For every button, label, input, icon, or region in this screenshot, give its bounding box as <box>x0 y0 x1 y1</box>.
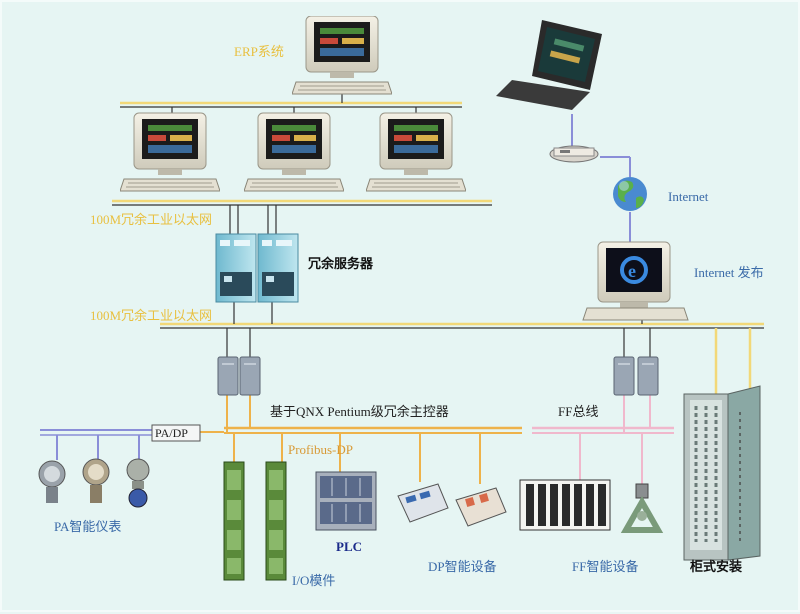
io-module-left <box>223 461 245 581</box>
server-label: 冗余服务器 <box>308 256 374 271</box>
ethernet-bus-top <box>112 199 492 234</box>
pa-instrument-1 <box>38 460 66 503</box>
globe-icon <box>613 177 647 211</box>
server-1 <box>215 233 257 303</box>
server-2 <box>257 233 299 303</box>
ff-device-rack <box>519 479 611 531</box>
modem-icon <box>549 145 599 163</box>
controller-pair-left <box>217 356 261 396</box>
profibus-dp-label: Profibus-DP <box>288 442 354 457</box>
ff-devices-label: FF智能设备 <box>572 559 639 574</box>
dp-devices-label: DP智能设备 <box>428 559 497 574</box>
erp-computer <box>292 16 392 95</box>
internet-label: Internet <box>668 189 709 204</box>
pa-bus <box>40 429 224 460</box>
svg-text:e: e <box>628 261 636 281</box>
io-module-right <box>265 461 287 581</box>
workstation-3 <box>366 112 466 192</box>
plc-unit <box>315 471 377 531</box>
controller-pair-right <box>613 356 659 396</box>
cabinet-label: 柜式安装 <box>690 559 743 574</box>
io-modules-label: I/O模件 <box>292 573 336 588</box>
erp-label: ERP系统 <box>234 44 284 59</box>
ethernet-bottom-label: 100M冗余工业以太网 <box>90 308 213 323</box>
internet-link <box>571 114 631 242</box>
ff-bus-label: FF总线 <box>558 404 599 419</box>
dp-device-1 <box>397 483 449 523</box>
internet-publish-label: Internet 发布 <box>694 265 764 280</box>
plc-label: PLC <box>336 539 362 554</box>
workstation-1 <box>120 112 220 192</box>
ff-bus <box>532 395 674 484</box>
pa-instrument-2 <box>82 458 110 503</box>
laptop <box>496 20 602 110</box>
pa-dp-label: PA/DP <box>155 426 188 440</box>
ff-valve <box>620 483 664 533</box>
workstation-2 <box>244 112 344 192</box>
control-cabinet <box>683 385 761 561</box>
ethernet-top-label: 100M冗余工业以太网 <box>90 212 213 227</box>
pa-instrument-3 <box>126 458 150 508</box>
profibus-dp-bus <box>224 395 522 484</box>
pa-instruments-label: PA智能仪表 <box>54 519 122 534</box>
internet-publish-monitor: e <box>582 241 689 321</box>
dp-device-2 <box>455 487 507 527</box>
ethernet-bus-bottom <box>160 302 764 394</box>
pa-dp-coupler <box>151 424 201 442</box>
controller-label: 基于QNX Pentium级冗余主控器 <box>270 404 449 419</box>
